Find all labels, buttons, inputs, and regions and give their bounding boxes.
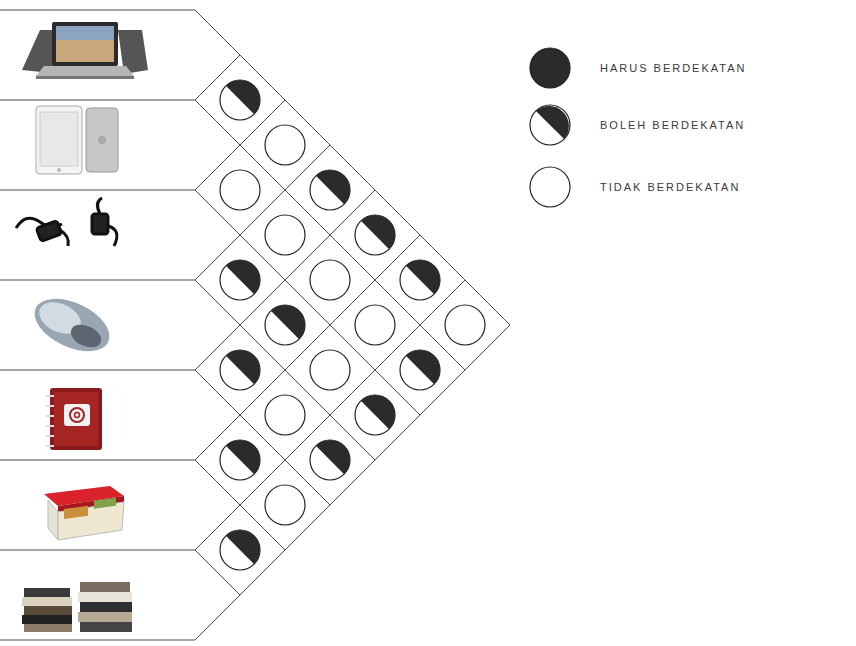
grid-line xyxy=(0,460,195,461)
grid-line xyxy=(195,235,420,460)
relation-circle xyxy=(355,215,395,255)
relation-circle xyxy=(265,395,305,435)
relation-half-fill xyxy=(406,260,440,294)
charger-icon xyxy=(16,198,117,246)
grid-line xyxy=(195,100,465,370)
relation-circle xyxy=(220,80,260,120)
grid-line xyxy=(0,10,195,11)
grid-line xyxy=(195,190,375,370)
relation-half-fill xyxy=(406,350,440,384)
legend-label: BOLEH BERDEKATAN xyxy=(600,118,745,132)
relation-circle xyxy=(355,395,395,435)
relation-half-fill xyxy=(226,80,260,114)
relation-half-fill xyxy=(361,395,395,429)
relation-circle xyxy=(220,440,260,480)
relation-half-fill xyxy=(271,305,305,339)
relation-circle xyxy=(265,215,305,255)
laptop-icon xyxy=(22,22,148,79)
grid-line xyxy=(0,370,195,371)
legend-swatches xyxy=(530,48,570,207)
relation-circle xyxy=(265,305,305,345)
relation-circle xyxy=(310,440,350,480)
grid-line xyxy=(195,280,465,550)
relation-circle xyxy=(400,350,440,390)
relation-half-fill xyxy=(361,215,395,249)
lunchbox-icon xyxy=(44,486,124,540)
clothes-icon xyxy=(22,582,132,632)
relation-half-fill xyxy=(226,350,260,384)
relation-circle xyxy=(265,485,305,525)
relation-circle xyxy=(220,530,260,570)
grid-line xyxy=(195,325,510,640)
relation-circle xyxy=(265,125,305,165)
relation-half-fill xyxy=(226,440,260,474)
relation-circle xyxy=(220,260,260,300)
relation-circle xyxy=(310,350,350,390)
relation-circle xyxy=(445,305,485,345)
address-book-icon xyxy=(46,388,102,450)
grid-line xyxy=(0,100,195,101)
relation-half-fill xyxy=(226,530,260,564)
relation-circle xyxy=(400,260,440,300)
matrix-grid xyxy=(0,10,510,640)
relation-circle xyxy=(220,170,260,210)
grid-line xyxy=(0,190,195,191)
relation-half-fill xyxy=(316,440,350,474)
grid-line xyxy=(195,190,420,415)
grid-line xyxy=(195,10,510,325)
legend-label: TIDAK BERDEKATAN xyxy=(600,180,740,194)
relation-circle xyxy=(310,170,350,210)
mouse-icon xyxy=(26,288,117,362)
grid-line xyxy=(0,280,195,281)
relation-half-fill xyxy=(316,170,350,204)
relation-half-fill xyxy=(226,260,260,294)
grid-line xyxy=(195,145,330,280)
legend-label: HARUS BERDEKATAN xyxy=(600,61,747,75)
relation-circle xyxy=(310,260,350,300)
matrix-cells xyxy=(220,80,485,570)
relation-circle xyxy=(220,350,260,390)
grid-line xyxy=(195,370,330,505)
grid-line xyxy=(0,640,195,641)
grid-line xyxy=(0,550,195,551)
relation-circle xyxy=(355,305,395,345)
tablet-icon xyxy=(36,106,118,174)
